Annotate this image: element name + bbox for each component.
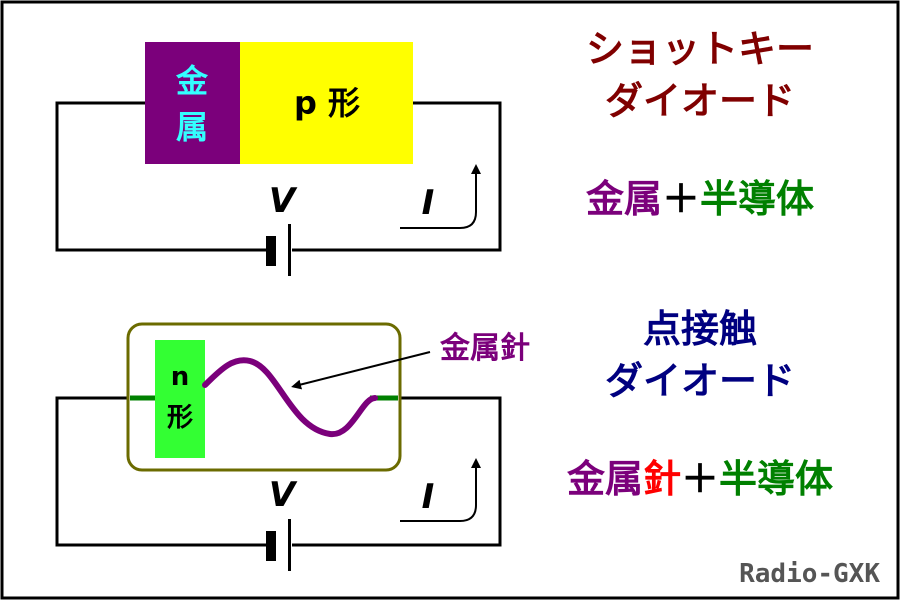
bottom-wire-right <box>292 396 502 547</box>
schottky-text: ショットキー ダイオード 金属＋半導体 <box>585 27 814 221</box>
point-contact-text: 点接触 ダイオード 金属針＋半導体 <box>566 307 833 501</box>
bottom-wire-left <box>55 396 266 547</box>
p-type-label: p 形 <box>294 84 360 122</box>
schottky-title-line1: ショットキー <box>586 27 814 71</box>
needle-callout-arrow <box>291 351 431 390</box>
schottky-title-line2: ダイオード <box>605 79 795 123</box>
bottom-battery-negative-plate <box>266 531 276 561</box>
needle-callout-label: 金属針 <box>439 331 530 366</box>
top-voltage-label: V <box>269 181 298 221</box>
formula-metal: 金属 <box>585 177 662 221</box>
formula-needle: 針 <box>643 457 681 501</box>
metal-needle <box>202 357 378 438</box>
formula-metal: 金属 <box>566 457 643 501</box>
formula-semiconductor: 半導体 <box>700 177 814 221</box>
top-wire-left <box>55 101 266 252</box>
top-current-arrow <box>400 164 481 229</box>
metal-label-line2: 属 <box>176 108 208 146</box>
bottom-current-label: I <box>422 477 435 517</box>
top-battery-negative-plate <box>266 236 276 266</box>
point-contact-formula: 金属針＋半導体 <box>566 457 833 501</box>
formula-plus: ＋ <box>681 457 719 501</box>
top-battery-positive-plate <box>288 224 291 276</box>
watermark: Radio-GXK <box>739 559 880 589</box>
metal-label-line1: 金 <box>175 62 209 100</box>
point-contact-title-line2: ダイオード <box>605 359 795 403</box>
n-type-block <box>155 340 205 458</box>
schottky-formula: 金属＋半導体 <box>585 177 814 221</box>
top-wire-right <box>292 101 502 252</box>
n-type-label-line1: n <box>171 362 190 392</box>
point-contact-circuit: n 形 金属針 V I <box>55 322 530 571</box>
p-type-block <box>240 42 413 164</box>
bottom-voltage-label: V <box>269 475 298 515</box>
formula-semiconductor: 半導体 <box>719 457 833 501</box>
point-contact-title-line1: 点接触 <box>643 307 757 351</box>
top-current-label: I <box>422 183 435 223</box>
formula-plus: ＋ <box>662 177 700 221</box>
bottom-battery-positive-plate <box>288 519 291 571</box>
schottky-circuit: 金 属 p 形 V I <box>55 42 502 276</box>
n-type-label-line2: 形 <box>167 403 193 433</box>
metal-block <box>145 42 240 164</box>
bottom-current-arrow <box>400 458 481 522</box>
